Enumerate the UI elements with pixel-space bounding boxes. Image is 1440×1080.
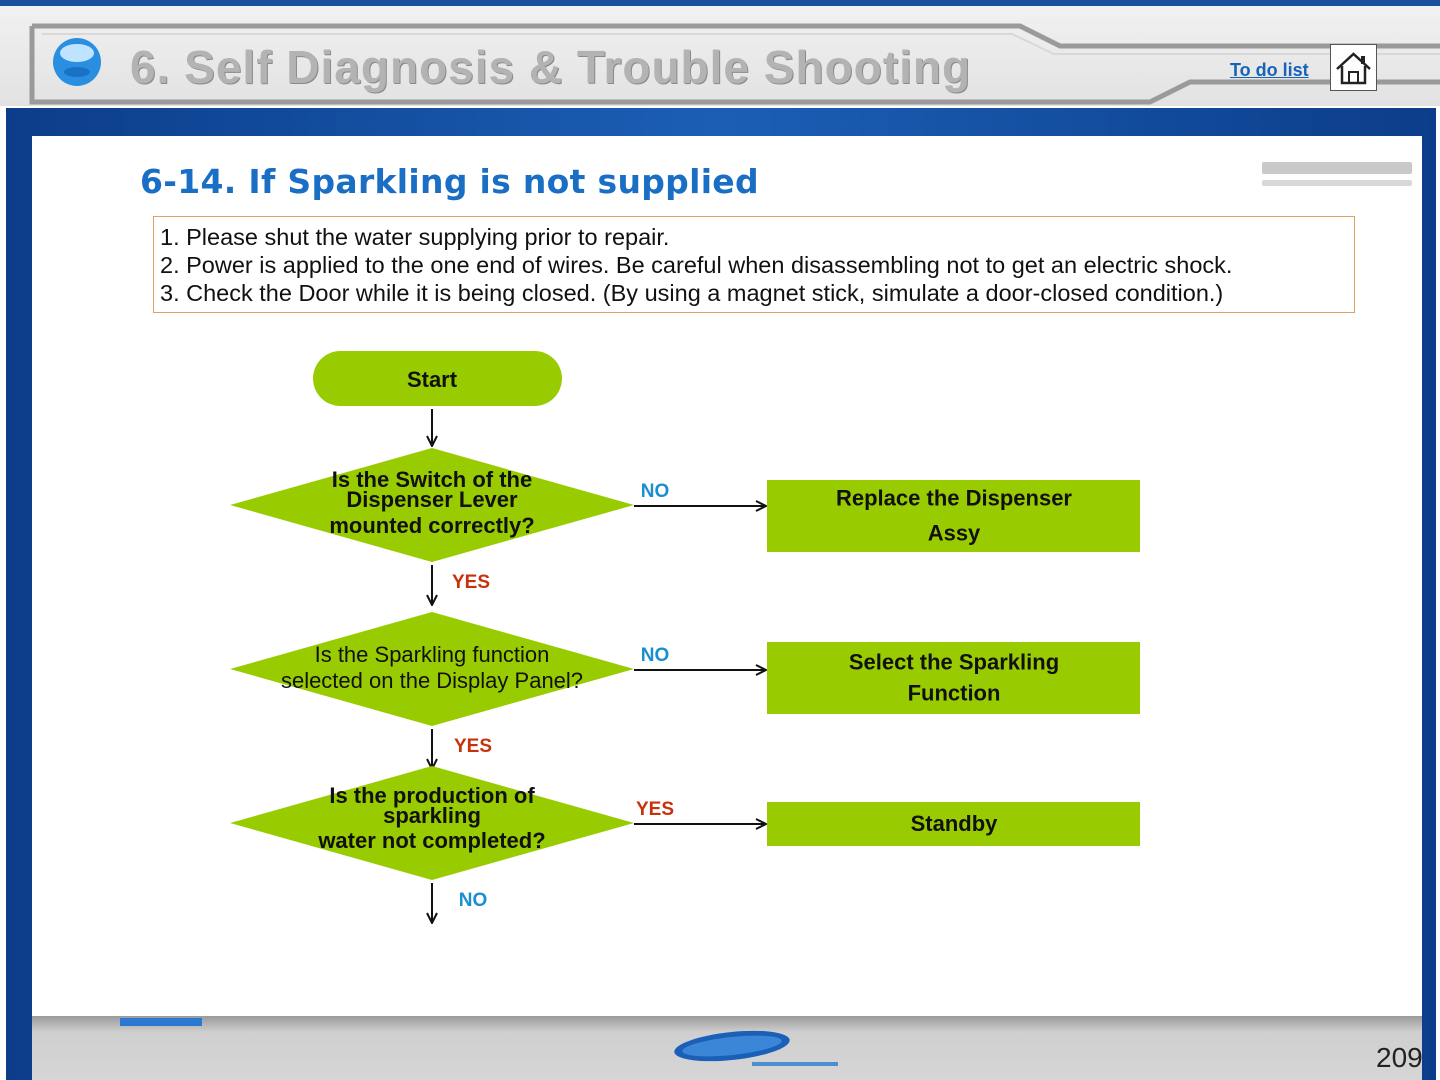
decision-node-label: Is the Switch of the [332,467,532,492]
content-panel [32,136,1422,1016]
decision-node-label: sparkling [383,803,481,828]
edge-label: YES [452,572,490,593]
samsung-digital-logo-icon [1262,162,1412,186]
action-node [767,642,1140,714]
edge-label: NO [641,481,670,502]
home-button[interactable] [1330,44,1377,91]
decision-node-label: Is the Sparkling function [315,642,550,667]
decision-node [230,448,634,562]
instruction-item: 2. Power is applied to the one end of wi… [160,252,1233,278]
action-node-label: Assy [928,521,981,546]
home-icon [1336,52,1371,85]
instruction-item: 1. Please shut the water supplying prior… [160,224,670,250]
action-node-label: Replace the Dispenser [836,486,1072,511]
edge-label: NO [641,645,670,666]
section-title: 6-14. If Sparkling is not supplied [140,162,759,201]
action-node-label: Select the Sparkling [849,650,1059,675]
decision-node [230,766,634,880]
samsung-logo-icon [674,1030,838,1066]
decision-node-label: selected on the Display Panel? [281,668,583,693]
footer-accent-bar [120,1018,202,1026]
instructions-box: 1. Please shut the water supplying prior… [153,216,1355,313]
page-title: 6. Self Diagnosis & Trouble Shooting [130,41,972,93]
edge-label: NO [459,890,488,911]
decision-node-label: mounted correctly? [329,513,534,538]
page-footer [32,1016,1422,1080]
page-number: 209 [1376,1042,1423,1073]
action-node-label: Standby [911,811,999,836]
edge-label: YES [636,799,674,820]
action-node [767,480,1140,552]
header-frame-decoration [29,23,1440,105]
page-header: 6. Self Diagnosis & Trouble Shooting To … [0,6,1440,106]
edge-label: YES [454,736,492,757]
start-node [313,351,562,406]
decision-node-label: Dispenser Lever [346,487,518,512]
action-node [767,802,1140,846]
decision-node-label: water not completed? [317,828,545,853]
action-node-label: Function [908,681,1001,706]
instruction-item: 3. Check the Door while it is being clos… [160,280,1224,306]
start-node-label: Start [407,367,458,392]
decision-node-label: Is the production of [329,783,535,808]
top-accent-bar [0,0,1440,6]
to-do-list-link[interactable]: To do list [1230,60,1309,80]
decision-node [230,612,634,726]
